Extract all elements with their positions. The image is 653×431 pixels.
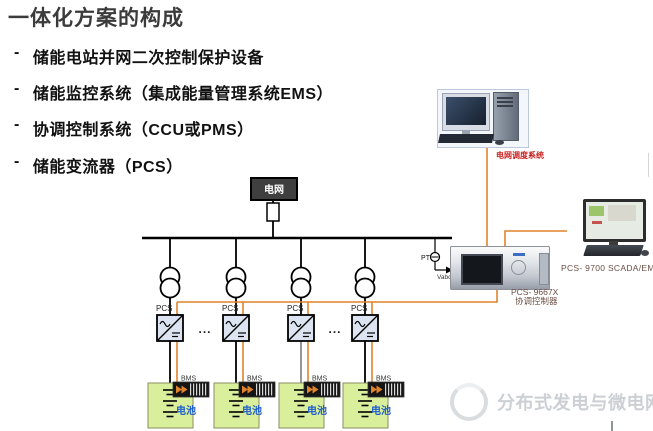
monitor-icon [583,199,646,242]
scada-computer-image [583,197,649,259]
mouse-icon [495,140,504,145]
pcs-label: PCS [222,304,238,313]
bms-label: BMS [181,376,197,383]
pcs-converter-3: PCS [287,304,315,342]
controller-model: PCS- 9667X [511,287,559,297]
controller-device-image [450,246,550,290]
bullet-item: - 储能监控系统（集成能量管理系统EMS） [14,80,333,104]
bullet-text: 储能变流器（PCS） [32,159,183,176]
bms-unit-2: BMS [238,376,276,398]
tower-icon [493,92,519,141]
watermark: 分布式发电与微电网 [450,383,653,421]
bullet-text: 储能监控系统（集成能量管理系统EMS） [32,86,334,103]
battery-label: 电池 [371,404,391,417]
bms-label: BMS [376,376,392,383]
battery-label: 电池 [176,404,196,417]
bullet-item: - 储能变流器（PCS） [14,153,183,177]
ellipsis-mark: ... [328,322,341,336]
pt-symbol: PT Vabc [421,238,453,281]
voltage-label: Vabc [437,274,452,281]
bullet-dash: - [14,80,20,97]
watermark-text: 分布式发电与微电网 [497,393,653,413]
dispatch-computer-image [437,89,529,148]
transformer-symbols [159,266,376,299]
battery-label: 电池 [307,404,327,417]
edge-artifact-line [648,153,649,177]
pcs-label: PCS [156,304,172,313]
ac-bus-line [142,200,452,240]
mouse-icon [641,250,649,256]
ellipsis-mark: ... [198,322,211,336]
bms-unit-4: BMS [367,376,405,398]
bullet-item: - 储能电站并网二次控制保护设备 [14,44,264,68]
keyboard-icon [583,245,644,256]
pcs-converter-2: PCS [222,304,250,342]
bms-label: BMS [312,376,328,383]
keyboard-icon [438,134,494,143]
pt-label: PT [421,255,431,262]
page-title: 一体化方案的构成 [8,7,184,30]
bullet-dash: - [14,116,20,133]
battery-cell-symbols [163,389,372,418]
pcs-converter-4: PCS [351,304,379,342]
monitor-icon [442,93,490,131]
bullet-dash: - [14,44,20,61]
bullet-text: 协调控制系统（CCU或PMS） [32,122,254,139]
scada-system-label: PCS- 9700 SCADA/EMS [561,263,653,273]
pcs-label: PCS [351,304,367,313]
bottom-tick-mark [611,421,613,431]
dispatch-system-label: 电网调度系统 [496,151,544,160]
bullet-text: 储能电站并网二次控制保护设备 [32,50,264,67]
controller-label: PCS- 9667X 协调控制器 [511,288,558,306]
bms-unit-3: BMS [303,376,341,398]
battery-labels: 电池 电池 电池 电池 [176,404,391,417]
battery-label: 电池 [242,404,262,417]
bullet-item: - 协调控制系统（CCU或PMS） [14,116,254,140]
logo-icon [450,383,488,421]
bms-unit-1: BMS [172,376,210,398]
arrow-right-icon [446,266,453,274]
pcs-converter-1: PCS [156,304,184,342]
grid-box: 电网 [250,177,298,201]
breaker-symbol [266,202,280,222]
device-screen-icon [461,254,503,285]
grid-label: 电网 [264,183,284,196]
bullet-dash: - [14,153,20,170]
bms-label: BMS [247,376,263,383]
pcs-label: PCS [287,304,303,313]
controller-name: 协调控制器 [515,296,558,306]
